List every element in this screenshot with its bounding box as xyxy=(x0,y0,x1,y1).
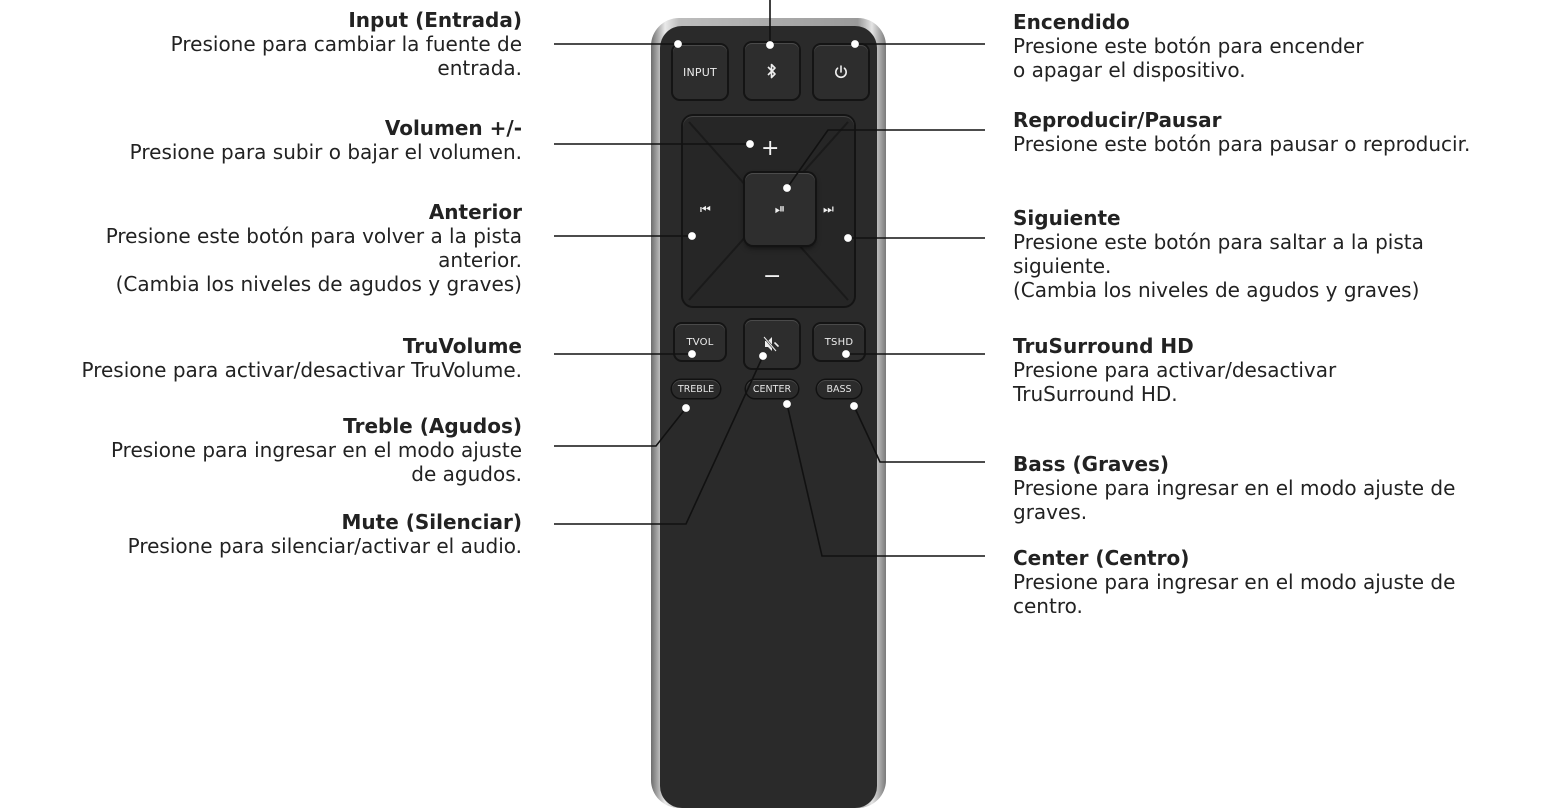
callout-note: (Cambia los niveles de agudos y graves) xyxy=(115,272,522,296)
callout-input: Input (Entrada) Presione para cambiar la… xyxy=(2,8,522,80)
callout-desc: Presione este botón para volver a la pis… xyxy=(105,224,522,272)
callout-desc: Presione para activar/desactivar TruVolu… xyxy=(81,358,523,382)
callout-desc: Presione para ingresar en el modo ajuste… xyxy=(1013,476,1456,524)
callout-note: (Cambia los niveles de agudos y graves) xyxy=(1013,278,1420,302)
volume-up-button[interactable]: + xyxy=(761,136,780,161)
input-button-label: INPUT xyxy=(683,65,717,79)
callout-desc: Presione este botón para pausar o reprod… xyxy=(1013,132,1471,156)
callout-desc: o apagar el dispositivo. xyxy=(1013,58,1246,82)
callout-power: Encendido Presione este botón para encen… xyxy=(1013,10,1533,82)
remote-control: INPUT + − ⏮ ⏭ ⏯ xyxy=(651,18,886,808)
center-button[interactable]: CENTER xyxy=(746,380,798,398)
callout-next: Siguiente Presione este botón para salta… xyxy=(1013,206,1513,302)
callout-title: TruSurround HD xyxy=(1013,334,1194,358)
callout-truvolume: TruVolume Presione para activar/desactiv… xyxy=(0,334,523,382)
callout-desc: Presione este botón para saltar a la pis… xyxy=(1013,230,1424,278)
play-pause-icon: ⏯ xyxy=(774,201,786,217)
callout-desc: Presione para ingresar en el modo ajuste… xyxy=(110,438,522,486)
mute-icon xyxy=(763,336,779,352)
callout-title: TruVolume xyxy=(402,334,522,358)
callout-trusurround: TruSurround HD Presione para activar/des… xyxy=(1013,334,1513,406)
callout-title: Mute (Silenciar) xyxy=(341,510,523,534)
bass-button[interactable]: BASS xyxy=(817,380,861,398)
tshd-button[interactable]: TSHD xyxy=(814,324,864,360)
previous-button[interactable]: ⏮ xyxy=(700,202,711,216)
callout-title: Encendido xyxy=(1013,10,1130,34)
play-pause-button[interactable]: ⏯ xyxy=(745,173,815,245)
callout-title: Reproducir/Pausar xyxy=(1013,108,1222,132)
callout-desc: Presione para silenciar/activar el audio… xyxy=(127,534,522,558)
callout-treble: Treble (Agudos) Presione para ingresar e… xyxy=(2,414,522,486)
tvol-button-label: TVOL xyxy=(686,336,714,348)
callout-title: Anterior xyxy=(428,200,522,224)
callout-desc: Presione para ingresar en el modo ajuste… xyxy=(1013,570,1456,618)
callout-bass: Bass (Graves) Presione para ingresar en … xyxy=(1013,452,1513,524)
callout-mute: Mute (Silenciar) Presione para silenciar… xyxy=(2,510,522,558)
callout-title: Bass (Graves) xyxy=(1013,452,1170,476)
callout-title: Volumen +/- xyxy=(384,116,522,140)
remote-face: INPUT + − ⏮ ⏭ ⏯ xyxy=(660,26,877,808)
tshd-button-label: TSHD xyxy=(824,336,854,348)
next-button[interactable]: ⏭ xyxy=(823,202,834,216)
callout-title: Siguiente xyxy=(1013,206,1121,230)
callout-title: Treble (Agudos) xyxy=(343,414,522,438)
treble-button-label: TREBLE xyxy=(677,383,715,395)
bass-button-label: BASS xyxy=(826,383,852,395)
callout-desc: Presione para subir o bajar el volumen. xyxy=(129,140,522,164)
bluetooth-icon xyxy=(767,63,776,79)
callout-title: Center (Centro) xyxy=(1013,546,1190,570)
tvol-button[interactable]: TVOL xyxy=(675,324,725,360)
callout-playpause: Reproducir/Pausar Presione este botón pa… xyxy=(1013,108,1543,156)
mute-button[interactable] xyxy=(745,320,799,368)
power-icon xyxy=(835,65,847,79)
callout-desc: Presione para cambiar la fuente de entra… xyxy=(170,32,522,80)
callout-volume: Volumen +/- Presione para subir o bajar … xyxy=(2,116,522,164)
bluetooth-button[interactable] xyxy=(745,43,799,99)
power-button[interactable] xyxy=(814,45,868,99)
callout-center: Center (Centro) Presione para ingresar e… xyxy=(1013,546,1513,618)
volume-down-button[interactable]: − xyxy=(763,264,782,289)
dpad: + − ⏮ ⏭ ⏯ xyxy=(683,116,854,306)
input-button[interactable]: INPUT xyxy=(673,45,727,99)
center-button-label: CENTER xyxy=(752,383,792,395)
callout-desc: Presione para activar/desactivar TruSurr… xyxy=(1013,358,1337,406)
callout-desc: Presione este botón para encender xyxy=(1013,34,1364,58)
callout-previous: Anterior Presione este botón para volver… xyxy=(2,200,522,296)
callout-title: Input (Entrada) xyxy=(348,8,522,32)
treble-button[interactable]: TREBLE xyxy=(672,380,720,398)
